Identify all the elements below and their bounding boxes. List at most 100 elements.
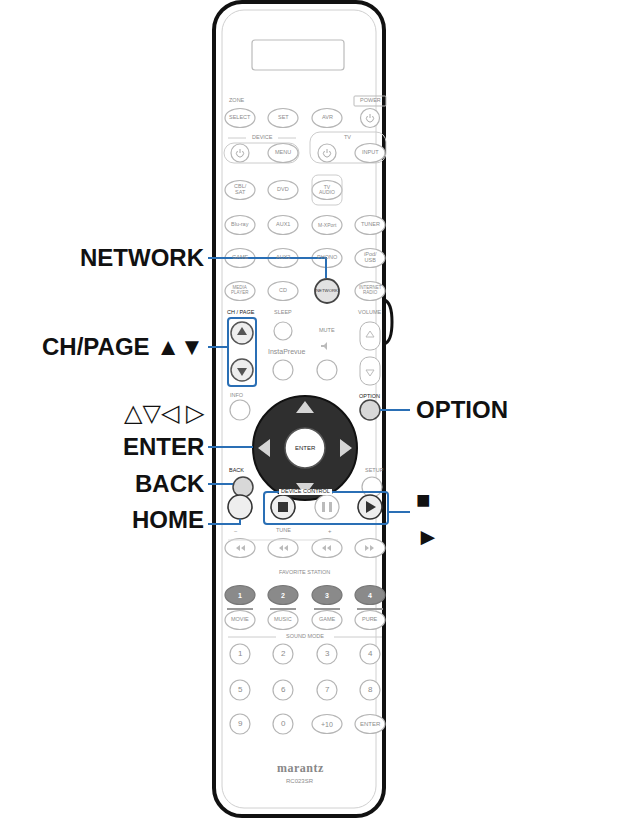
leader-line bbox=[208, 346, 228, 348]
button bbox=[273, 680, 293, 700]
arrow-icon bbox=[237, 327, 247, 335]
button-label: GAME bbox=[232, 255, 248, 261]
button bbox=[230, 644, 250, 664]
button bbox=[362, 477, 382, 497]
callout-label: OPTION bbox=[416, 398, 508, 422]
button bbox=[231, 359, 253, 381]
button-label: RC023SR bbox=[286, 778, 313, 784]
button bbox=[312, 109, 342, 128]
divider bbox=[357, 608, 383, 610]
divider bbox=[228, 637, 276, 638]
button-label: AUX2 bbox=[276, 255, 290, 261]
dpad-arrows bbox=[258, 401, 352, 495]
button-label: MUTE bbox=[319, 328, 335, 334]
button-label: − bbox=[234, 528, 238, 534]
button bbox=[361, 109, 380, 128]
button-label: 9 bbox=[238, 720, 242, 728]
button bbox=[228, 495, 252, 519]
button-label: DEVICE CONTROL bbox=[279, 489, 332, 495]
display-window bbox=[252, 40, 344, 70]
button-label: SOUND MODE bbox=[286, 634, 324, 640]
button-label: 8 bbox=[368, 686, 372, 694]
button bbox=[225, 216, 255, 235]
button-label: INFO bbox=[230, 393, 243, 399]
callout-label: ENTER bbox=[123, 435, 204, 459]
button-label: SLEEP bbox=[274, 310, 292, 316]
button bbox=[230, 680, 250, 700]
mute-icon bbox=[321, 342, 327, 350]
divider bbox=[227, 608, 253, 610]
button bbox=[360, 644, 380, 664]
button bbox=[312, 216, 342, 235]
remote-body bbox=[214, 2, 384, 816]
highlight-box bbox=[264, 492, 388, 524]
button bbox=[273, 714, 293, 734]
button-label: BACK bbox=[229, 468, 244, 474]
button bbox=[225, 586, 255, 605]
button-label: ZONE bbox=[229, 98, 244, 104]
button-label: CBL/ SAT bbox=[234, 184, 246, 196]
button bbox=[312, 715, 342, 734]
button-label: iPod/ USB bbox=[364, 252, 377, 264]
button bbox=[268, 109, 298, 128]
button bbox=[231, 322, 253, 344]
button bbox=[355, 715, 385, 734]
button-label: 0 bbox=[281, 720, 285, 728]
button-label: Blu-ray bbox=[231, 222, 248, 228]
button-label: VOLUME bbox=[358, 310, 381, 316]
leader-line bbox=[208, 483, 233, 485]
button-label: GAME bbox=[319, 617, 335, 623]
button bbox=[317, 644, 337, 664]
button bbox=[355, 611, 385, 630]
button-label: TUNER bbox=[361, 222, 380, 228]
button-label: + bbox=[328, 528, 332, 534]
divider bbox=[314, 608, 340, 610]
button bbox=[268, 144, 298, 163]
button bbox=[317, 680, 337, 700]
button bbox=[317, 360, 337, 380]
power-icon bbox=[327, 149, 328, 153]
leader-line bbox=[208, 446, 253, 448]
leader-line bbox=[208, 258, 326, 278]
button bbox=[355, 282, 385, 301]
button bbox=[315, 495, 339, 519]
button bbox=[312, 181, 342, 200]
arrow-icon bbox=[366, 331, 374, 337]
callout-label: CH/PAGE ▲▼ bbox=[42, 335, 204, 359]
divider bbox=[228, 540, 338, 541]
button bbox=[225, 611, 255, 630]
divider bbox=[270, 608, 296, 610]
button-label: SETUP bbox=[365, 468, 383, 474]
divider bbox=[228, 138, 246, 139]
play-icon bbox=[366, 501, 376, 513]
callout-label: HOME bbox=[132, 508, 204, 532]
button-label: 7 bbox=[325, 686, 329, 694]
button-label: INPUT bbox=[362, 150, 379, 156]
button bbox=[355, 216, 385, 235]
stop-icon bbox=[278, 502, 288, 512]
button-label: CH / PAGE bbox=[227, 310, 254, 316]
button-label: 2 bbox=[281, 592, 285, 599]
button bbox=[268, 611, 298, 630]
button-label: InstaPrevue bbox=[268, 348, 305, 355]
button bbox=[360, 400, 380, 420]
button bbox=[225, 181, 255, 200]
button bbox=[268, 282, 298, 301]
button bbox=[268, 586, 298, 605]
button-label: MOVIE bbox=[231, 617, 249, 623]
button bbox=[312, 586, 342, 605]
power-frame bbox=[354, 96, 386, 106]
button-label: 4 bbox=[368, 650, 372, 658]
button-label: 3 bbox=[325, 592, 329, 599]
highlight-box bbox=[228, 318, 256, 386]
callout-label: ■ bbox=[416, 488, 431, 512]
button bbox=[230, 714, 250, 734]
divider bbox=[334, 637, 382, 638]
button-label: AVR bbox=[322, 115, 333, 121]
tune-icons bbox=[236, 545, 374, 551]
tv-audio-frame bbox=[312, 175, 342, 205]
volume-button bbox=[360, 322, 380, 350]
button-label: DEVICE bbox=[252, 135, 272, 141]
button bbox=[274, 322, 292, 340]
